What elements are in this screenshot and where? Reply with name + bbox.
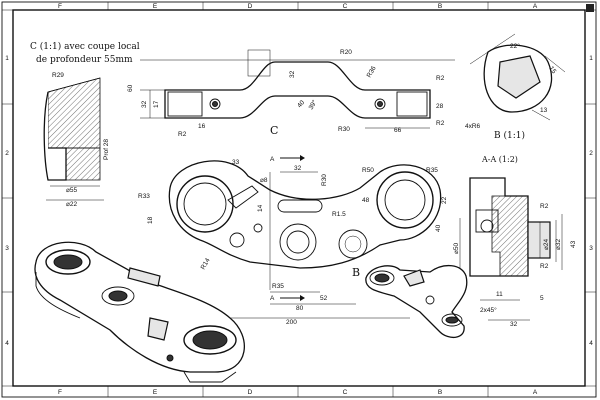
view-c-title-note: C (1:1) avec coupe local de profondeur 5… xyxy=(30,41,140,65)
zone-letter-bottom: C xyxy=(343,389,348,396)
dim-s-2x45: 2x45° xyxy=(480,306,497,314)
dim-b-15: 15 xyxy=(547,65,557,75)
zone-letter-bottom: E xyxy=(153,389,158,396)
isometric-view-small xyxy=(365,265,468,338)
dim-m-33: 33 xyxy=(232,159,240,166)
view-c-elevation: 60 32 17 32 16 R20 R36 R2 28 R2 40 39° R… xyxy=(127,49,455,138)
dim-c-r2b: R2 xyxy=(178,131,187,138)
section-a-arrow-top: A xyxy=(270,156,275,163)
dim-m-r30: R30 xyxy=(321,174,328,186)
zone-letter-top: A xyxy=(533,3,538,10)
dim-c-40: 40 xyxy=(296,99,306,109)
view-c-label: C xyxy=(270,124,278,137)
corner-icon xyxy=(586,4,594,12)
dim-c-17: 17 xyxy=(153,100,160,108)
dim-left-prof: Prof 28 xyxy=(103,139,110,160)
dim-s-r2b: R2 xyxy=(540,263,549,270)
dim-m-r50: R50 xyxy=(362,167,374,174)
zone-letter-bottom: D xyxy=(248,389,253,396)
dim-s-d50: ⌀50 xyxy=(453,242,460,254)
dim-m-r35b: R35 xyxy=(272,283,284,290)
dim-m-r33: R33 xyxy=(138,193,150,200)
dim-m-d8: ⌀8 xyxy=(260,177,268,184)
dim-m-18: 18 xyxy=(147,216,154,224)
dim-s-r2a: R2 xyxy=(540,203,549,210)
dim-m-32: 32 xyxy=(294,165,302,172)
dim-c-r2c: R2 xyxy=(436,120,445,127)
zone-letter-top: D xyxy=(248,3,253,10)
dim-m-52: 52 xyxy=(320,295,328,302)
dim-s-32: 32 xyxy=(510,321,518,328)
zone-number-right: 4 xyxy=(589,340,593,347)
zone-number-right: 2 xyxy=(589,150,593,157)
dim-m-80: 80 xyxy=(296,305,304,312)
section-aa-view: A-A (1:2) R2 R2 ⌀50 ⌀24 ⌀32 43 11 5 2x45… xyxy=(453,155,577,328)
left-section-view: R29 Prof 28 ⌀55 ⌀22 xyxy=(43,72,110,208)
dim-m-r15: R1.5 xyxy=(332,211,346,218)
zone-number-left: 2 xyxy=(5,150,9,157)
dim-s-d24: ⌀24 xyxy=(543,238,550,250)
zone-letter-top: C xyxy=(343,3,348,10)
dim-c-60: 60 xyxy=(127,84,134,92)
dim-c-r20: R20 xyxy=(340,49,352,56)
zone-letter-top: B xyxy=(438,3,442,10)
isometric-view-large xyxy=(34,241,245,383)
zone-number-right: 1 xyxy=(589,55,593,62)
dim-s-d32: ⌀32 xyxy=(555,238,562,250)
dim-c-32b: 32 xyxy=(289,70,296,78)
dim-c-r30: R30 xyxy=(338,126,350,133)
dim-s-43: 43 xyxy=(570,240,577,248)
zone-number-left: 4 xyxy=(5,340,9,347)
dim-left-d55: ⌀55 xyxy=(66,187,78,194)
title-note-line2: de profondeur 55mm xyxy=(36,55,133,65)
dim-m-r35: R35 xyxy=(426,167,438,174)
dim-m-22: 22 xyxy=(441,196,448,204)
dim-m-14: 14 xyxy=(257,204,264,212)
dim-c-r36: R36 xyxy=(366,65,378,79)
zone-letter-bottom: F xyxy=(58,389,62,396)
dim-s-5: 5 xyxy=(540,295,544,302)
view-b-label: B xyxy=(352,266,360,279)
dim-c-r2a: R2 xyxy=(436,75,445,82)
section-a-arrow-bottom: A xyxy=(270,295,275,302)
dim-left-r29: R29 xyxy=(52,72,64,79)
dim-s-11: 11 xyxy=(496,291,503,298)
dim-c-32a: 32 xyxy=(141,100,148,108)
zone-letter-bottom: A xyxy=(533,389,538,396)
dim-b-4xr6: 4xR6 xyxy=(465,123,481,130)
zone-letter-top: F xyxy=(58,3,62,10)
zone-number-right: 3 xyxy=(589,245,593,252)
zone-number-left: 3 xyxy=(5,245,9,252)
dim-left-d22: ⌀22 xyxy=(66,201,78,208)
dim-m-r14: R14 xyxy=(200,257,212,271)
section-aa-label: A-A (1:2) xyxy=(481,155,518,164)
zone-letter-bottom: B xyxy=(438,389,442,396)
zone-letter-top: E xyxy=(153,3,158,10)
dim-c-66: 66 xyxy=(394,127,402,134)
border-zone-labels: F E D C B A F E D C B A 1 2 3 4 1 2 3 4 xyxy=(5,3,593,396)
dim-b-angle: 22° xyxy=(510,42,520,50)
dim-m-200: 200 xyxy=(286,319,297,326)
zone-number-left: 1 xyxy=(5,55,9,62)
dim-m-48: 48 xyxy=(362,197,370,204)
detail-b-label: B (1:1) xyxy=(494,130,525,141)
main-front-view: A A 33 ⌀8 32 R30 R50 R35 R33 48 14 22 18… xyxy=(138,155,448,326)
dim-b-13: 13 xyxy=(540,107,548,114)
dim-m-40: 40 xyxy=(435,224,442,232)
dim-c-16: 16 xyxy=(198,123,206,130)
dim-c-angle: 39° xyxy=(307,98,319,111)
detail-b-view: 22° 15 13 4xR6 B (1:1) xyxy=(465,33,566,141)
title-note-line1: C (1:1) avec coupe local xyxy=(30,41,140,52)
dim-c-28: 28 xyxy=(436,103,444,110)
